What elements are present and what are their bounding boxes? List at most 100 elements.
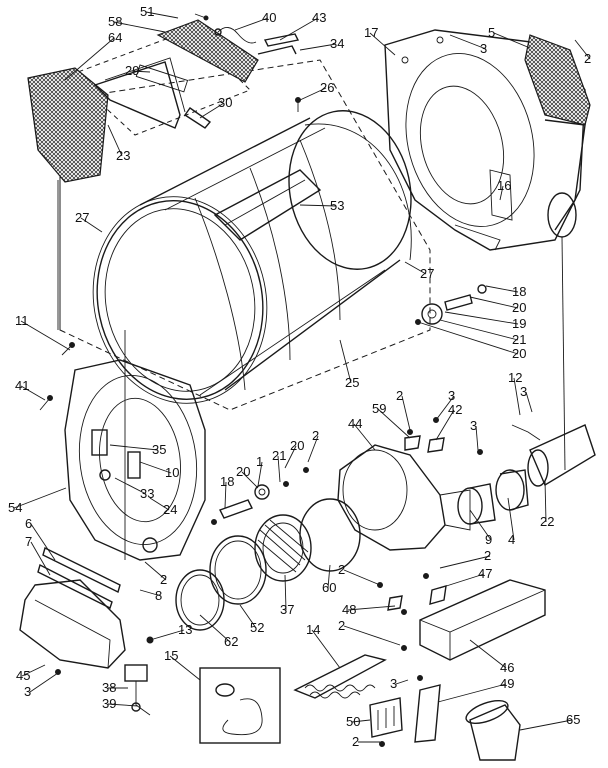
callout-leader-c14: [311, 629, 341, 669]
callout-leader-c33: [114, 477, 147, 495]
callout-leader-c13: [149, 629, 185, 641]
callout-leader-c2a: [574, 39, 591, 60]
callout-leader-c39: [107, 703, 139, 707]
callout-leader-c3c: [435, 395, 455, 421]
callout-leader-c7: [30, 541, 51, 576]
callout-leader-c45: [21, 664, 46, 677]
assembly-frame-lint-screen: [69, 29, 251, 136]
callout-leader-c18b: [224, 481, 227, 509]
callout-leader-c2g: [343, 625, 401, 646]
callout-label-c62: 62: [224, 634, 238, 649]
callout-leader-c10: [139, 461, 172, 474]
callout-label-c39: 39: [102, 696, 116, 711]
heater-duct-part: [544, 119, 586, 471]
heater-hardware-group: [377, 573, 447, 651]
callout-label-c3c: 3: [448, 388, 455, 403]
callout-leader-c49: [437, 683, 507, 703]
callout-leader-c60: [327, 564, 331, 589]
callout-leader-c3f: [395, 679, 409, 685]
callout-label-c3f: 3: [390, 676, 397, 691]
callout-label-c38: 38: [102, 680, 116, 695]
callout-label-c4: 4: [508, 532, 515, 547]
callout-label-c19: 19: [512, 316, 526, 331]
lint-filter-housing-part: [93, 57, 212, 129]
terminal-block-part: [369, 697, 403, 747]
callout-leader-c16: [499, 185, 504, 201]
callout-label-c27a: 27: [75, 210, 89, 225]
callout-label-c21a: 21: [512, 332, 526, 347]
heater-housing-part: [419, 579, 546, 661]
callout-label-c33: 33: [140, 486, 154, 501]
callout-label-c18a: 18: [512, 284, 526, 299]
rear-bulkhead-part: [384, 29, 586, 251]
callout-label-c25: 25: [345, 375, 359, 390]
callout-leader-c18a: [485, 285, 519, 293]
callout-leader-c52: [239, 604, 257, 629]
callout-label-c45: 45: [16, 668, 30, 683]
callout-leader-c44: [353, 423, 376, 451]
callout-label-c2a: 2: [584, 51, 591, 66]
callout-leader-c34: [299, 43, 337, 51]
callout-leader-c2f: [343, 569, 381, 586]
callout-label-c2g: 2: [338, 618, 345, 633]
callout-leader-c22: [544, 479, 547, 523]
callout-leader-c8: [139, 589, 162, 597]
callout-leader-c15: [169, 655, 201, 681]
callout-label-c2h: 2: [352, 734, 359, 749]
callout-leader-c3e: [29, 672, 59, 693]
callout-leader-c53: [299, 204, 337, 207]
exhaust-elbow-part: [465, 699, 521, 761]
callout-label-c2f: 2: [338, 562, 345, 577]
callout-label-c47: 47: [478, 566, 492, 581]
callout-leader-c9: [469, 509, 492, 541]
top-hardware-group: [194, 13, 300, 55]
callout-leader-c41: [20, 385, 46, 401]
callout-label-c27b: 27: [420, 266, 434, 281]
front-bulkhead-part: [64, 359, 206, 561]
motor-hardware-group: [211, 467, 309, 525]
callout-label-c11: 11: [15, 313, 29, 328]
reference-line: [57, 180, 126, 560]
callout-label-c3e: 3: [24, 684, 31, 699]
callout-leader-c30: [199, 102, 225, 119]
blower-seal-part: [175, 498, 361, 631]
callout-leader-c2d: [439, 555, 491, 569]
assembly-frame-drum-group: [59, 59, 431, 411]
callout-label-c50: 50: [346, 714, 360, 729]
callout-label-c15: 15: [164, 648, 178, 663]
callout-leader-c5: [493, 32, 531, 49]
callout-leader-c6: [30, 523, 56, 561]
exhaust-grille-part: [156, 19, 259, 83]
callout-label-c42: 42: [448, 402, 462, 417]
callout-label-c54: 54: [8, 500, 22, 515]
callout-leader-c2e: [144, 561, 167, 581]
callout-label-c44: 44: [348, 416, 362, 431]
callout-label-c3a: 3: [480, 41, 487, 56]
callout-leader-c43: [279, 17, 319, 41]
callout-label-c26: 26: [320, 80, 334, 95]
callout-leader-c42: [435, 409, 455, 441]
callout-label-c20b: 20: [512, 346, 526, 361]
callout-leader-c23: [107, 124, 123, 157]
callout-leader-c20b: [417, 321, 519, 355]
heater-bracket-part: [414, 675, 441, 743]
callout-label-c2b: 2: [396, 388, 403, 403]
callout-leader-c3d: [475, 425, 479, 451]
callout-leader-c24: [149, 497, 170, 511]
callout-label-c37: 37: [280, 602, 294, 617]
air-duct-part: [19, 579, 154, 675]
callout-leader-c2c: [307, 435, 319, 463]
callout-leader-c62: [199, 614, 231, 643]
callout-leader-c26: [299, 87, 327, 101]
callout-leader-c27a: [80, 217, 103, 233]
callout-leader-c54: [13, 487, 67, 509]
callout-label-c58: 58: [108, 14, 122, 29]
callout-leader-c17: [369, 32, 396, 56]
callout-leader-c20a: [469, 296, 519, 309]
callout-leader-c58: [113, 21, 166, 33]
callout-label-c24: 24: [163, 502, 177, 517]
callout-leader-c20d: [241, 471, 259, 489]
blower-wheel-part: [254, 514, 312, 582]
roller-hardware-group: [415, 284, 487, 325]
